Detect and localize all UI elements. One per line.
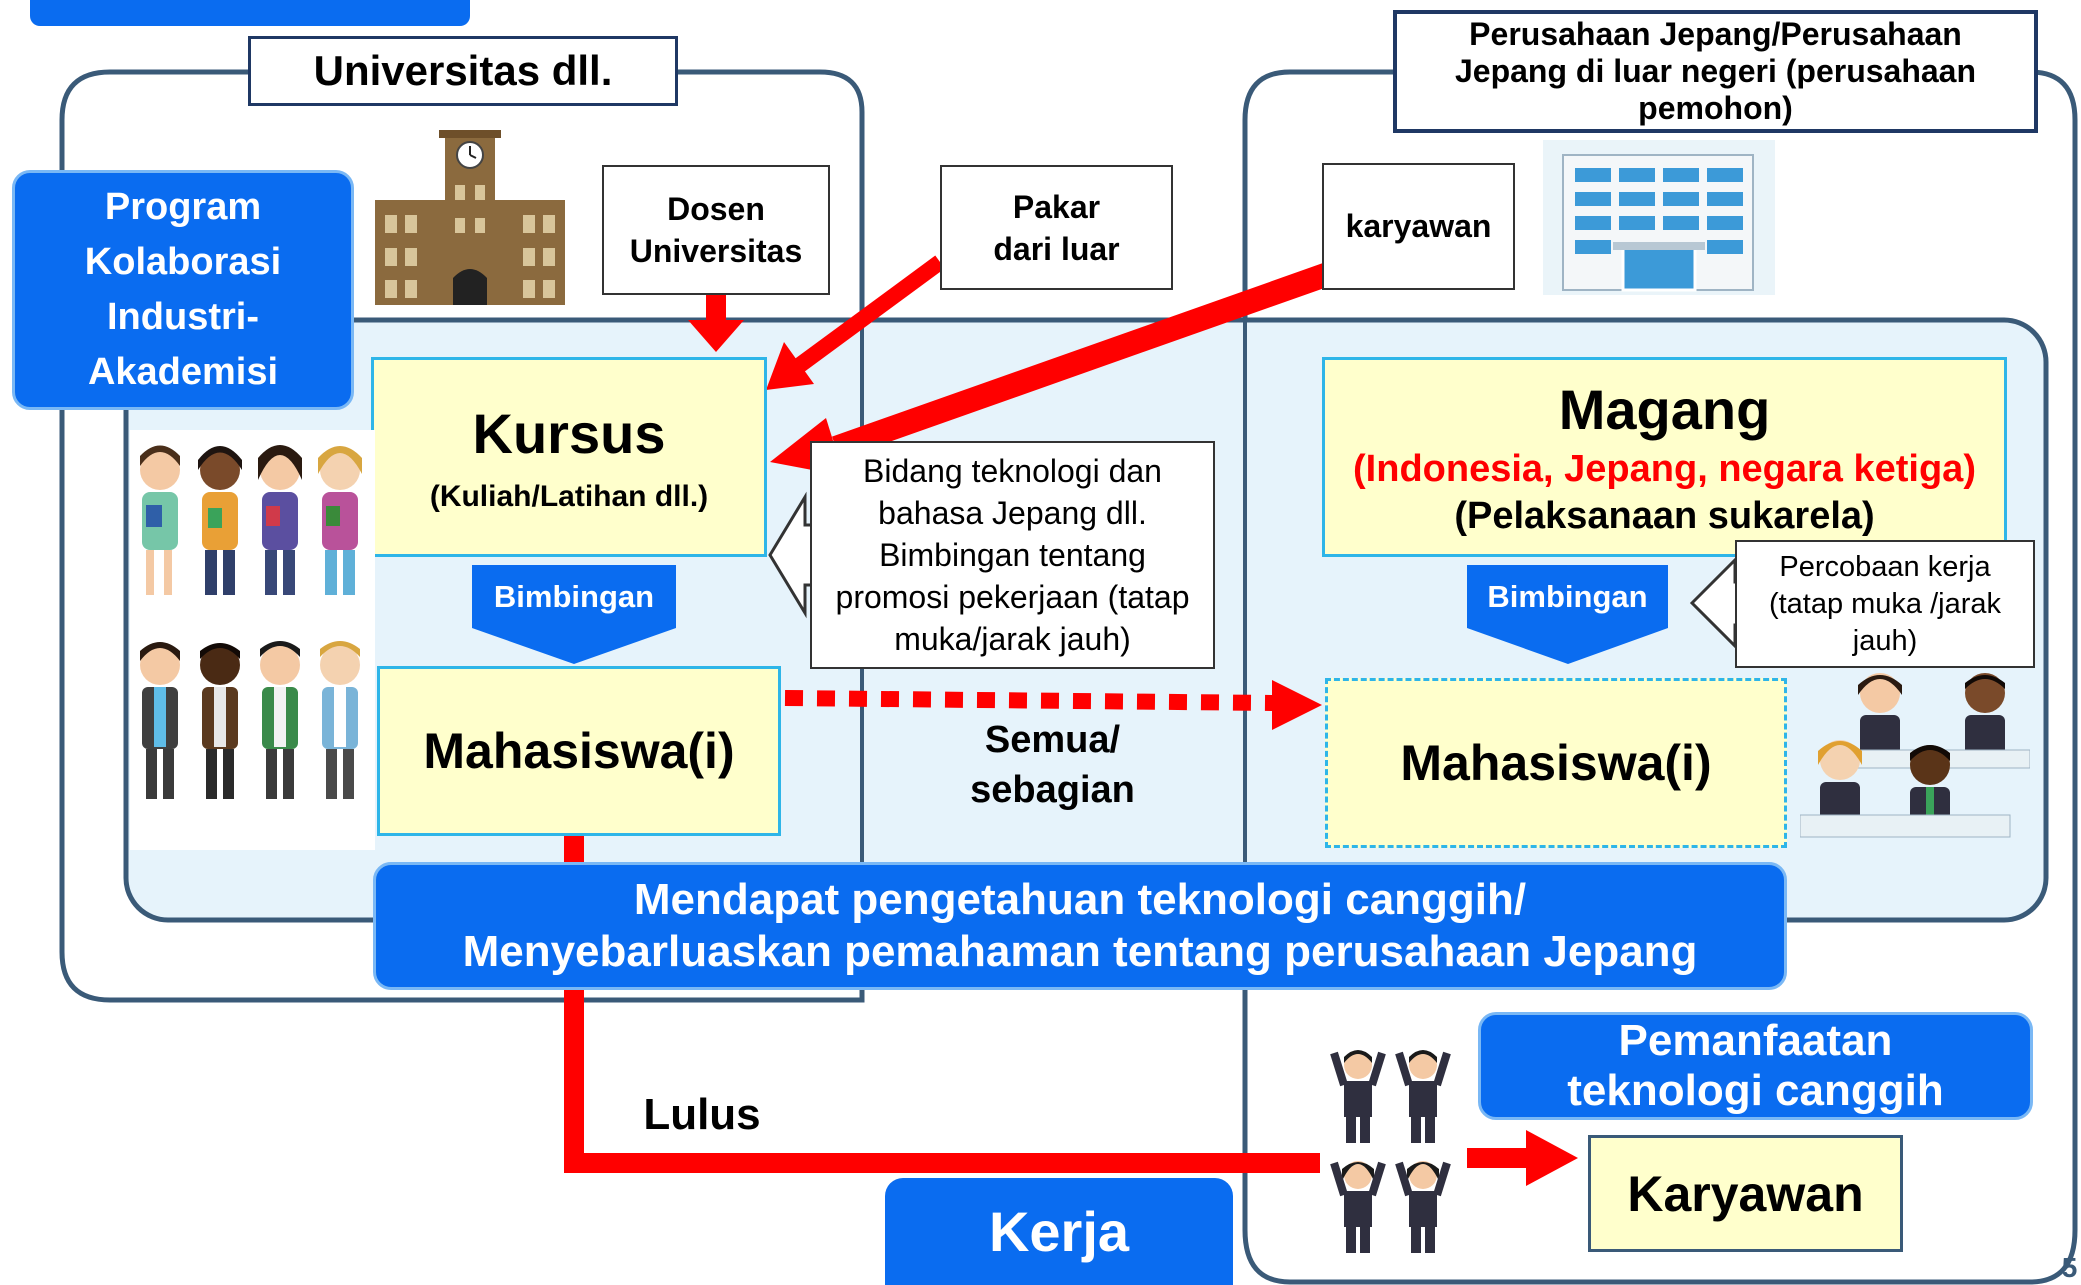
main-banner: Mendapat pengetahuan teknologi canggih/ …: [373, 862, 1787, 990]
page-number: 5: [2061, 1251, 2078, 1283]
mahasiswa-left-box: Mahasiswa(i): [377, 666, 781, 836]
kursus-sub: (Kuliah/Latihan dll.): [429, 479, 709, 513]
bimbingan-right-label: Bimbingan: [1487, 579, 1648, 614]
office-building-icon: [1543, 140, 1775, 295]
students-women-icon: [130, 430, 375, 605]
pakar-arrow: [766, 255, 945, 390]
mahasiswa-right-box: Mahasiswa(i): [1325, 678, 1787, 848]
program-label: Program Kolaborasi Industri-Akademisi: [12, 170, 354, 410]
university-frame: [59, 69, 865, 1003]
magang-box: Magang (Indonesia, Jepang, negara ketiga…: [1322, 357, 2007, 557]
pakar-box: Pakar dari luar: [940, 165, 1173, 290]
bimbingan-left-label: Bimbingan: [493, 579, 655, 614]
karyawan-small-box: karyawan: [1322, 163, 1515, 290]
university-building-icon: [375, 130, 565, 305]
dosen-arrow: [688, 292, 744, 352]
semua-label: Semua/ sebagian: [970, 719, 1135, 811]
lulus-label: Lulus: [643, 1090, 761, 1139]
magang-title: Magang: [1558, 377, 1771, 441]
business-people-icon: [1800, 673, 2030, 838]
magang-sub: (Pelaksanaan sukarela): [1454, 494, 1875, 537]
banner-line-2: Menyebarluaskan pemahaman tentang perusa…: [462, 927, 1698, 976]
students-men-icon: [130, 605, 375, 850]
kursus-title: Kursus: [472, 401, 666, 465]
cheering-employees-icon: [1330, 1050, 1451, 1253]
banner-line-1: Mendapat pengetahuan teknologi canggih/: [633, 875, 1527, 924]
karyawan-box: Karyawan: [1588, 1135, 1903, 1252]
company-frame: [1242, 69, 2078, 1285]
universitas-label: Universitas dll.: [248, 36, 678, 106]
semua-arrow: [784, 680, 1322, 730]
company-label: Perusahaan Jepang/Perusahaan Jepang di l…: [1393, 10, 2038, 133]
top-left-tab: [30, 0, 470, 26]
bimbingan-left-shape: [472, 565, 676, 664]
percobaan-note: Percobaan kerja (tatap muka /jarak jauh): [1735, 540, 2035, 668]
dosen-box: Dosen Universitas: [602, 165, 830, 295]
kerja-label: Kerja: [885, 1178, 1233, 1285]
bidang-note: Bidang teknologi dan bahasa Jepang dll. …: [810, 441, 1215, 669]
kerja-arrow: [1467, 1130, 1578, 1186]
pemanfaatan-label: Pemanfaatan teknologi canggih: [1478, 1012, 2033, 1120]
magang-red: (Indonesia, Jepang, negara ketiga): [1353, 447, 1976, 490]
bimbingan-right-shape: [1467, 565, 1668, 664]
kursus-box: Kursus (Kuliah/Latihan dll.): [371, 357, 767, 557]
